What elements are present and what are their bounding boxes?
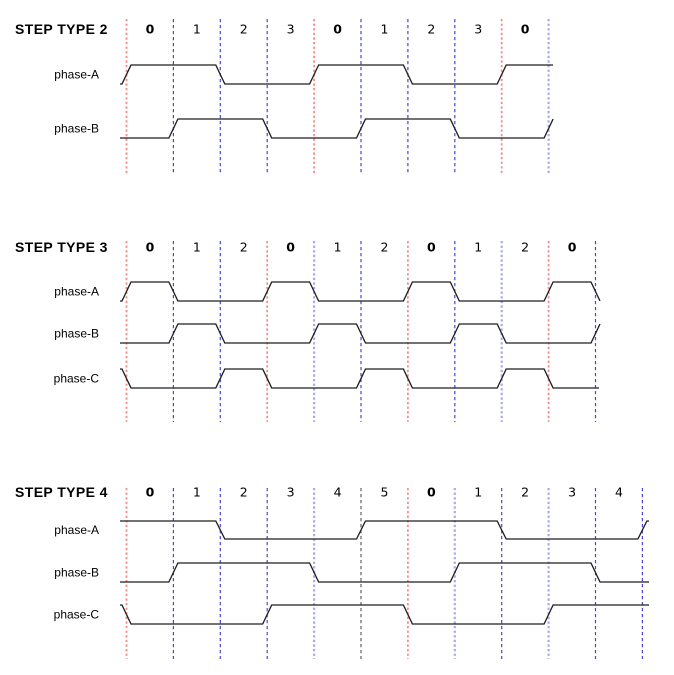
waveform-phase-B <box>120 118 554 139</box>
step-number: 5 <box>380 485 388 500</box>
step-number: 4 <box>334 485 342 500</box>
section-title: STEP TYPE 2 <box>15 21 108 37</box>
section-title: STEP TYPE 3 <box>15 239 108 255</box>
step-number: 4 <box>615 485 623 500</box>
step-number: 2 <box>521 240 529 255</box>
step-number: 2 <box>240 485 248 500</box>
step-number: 3 <box>474 22 482 37</box>
section-title: STEP TYPE 4 <box>15 484 108 500</box>
section-step-type-2: STEP TYPE 2 0 1 2 3 0 1 2 3 0 phase-A phase-B <box>15 19 554 173</box>
phase-label: phase-A <box>54 523 99 537</box>
step-number: 1 <box>380 22 388 37</box>
step-number: 0 <box>146 485 155 500</box>
step-number: 2 <box>380 240 388 255</box>
phase-label: phase-A <box>54 285 99 299</box>
waveform-phase-B <box>120 562 649 583</box>
step-number: 2 <box>240 240 248 255</box>
phase-label: phase-B <box>54 327 99 341</box>
step-number: 2 <box>427 22 435 37</box>
waveform-phase-C <box>120 368 599 389</box>
step-number: 1 <box>193 240 201 255</box>
step-number: 1 <box>474 240 482 255</box>
step-number: 3 <box>287 485 295 500</box>
step-number: 1 <box>334 240 342 255</box>
step-number: 0 <box>286 240 295 255</box>
step-number: 3 <box>568 485 576 500</box>
step-number: 0 <box>146 240 155 255</box>
section-step-type-4: STEP TYPE 4 0 1 2 3 4 5 0 1 2 3 4 phase-A phase-B phas… <box>15 484 649 659</box>
step-number: 1 <box>193 485 201 500</box>
phase-label: phase-B <box>54 566 99 580</box>
step-number: 0 <box>521 22 530 37</box>
step-number: 0 <box>146 22 155 37</box>
section-step-type-3: STEP TYPE 3 0 1 2 0 1 2 0 1 2 0 phase-A phase-B phase… <box>15 239 601 422</box>
step-number: 0 <box>427 485 436 500</box>
phase-label: phase-A <box>54 68 99 82</box>
step-number: 0 <box>568 240 577 255</box>
phase-label: phase-C <box>54 608 100 622</box>
waveform-phase-B <box>120 323 601 344</box>
step-number: 1 <box>474 485 482 500</box>
step-number: 0 <box>333 22 342 37</box>
phase-label: phase-B <box>54 122 99 136</box>
waveform-phase-C <box>120 604 649 625</box>
phase-label: phase-C <box>54 372 100 386</box>
step-number: 3 <box>287 22 295 37</box>
step-number: 2 <box>521 485 529 500</box>
waveform-phase-A <box>120 64 553 85</box>
waveform-phase-A <box>120 520 649 540</box>
step-number: 1 <box>193 22 201 37</box>
step-number: 0 <box>427 240 436 255</box>
step-number: 2 <box>240 22 248 37</box>
waveform-phase-A <box>120 281 601 302</box>
